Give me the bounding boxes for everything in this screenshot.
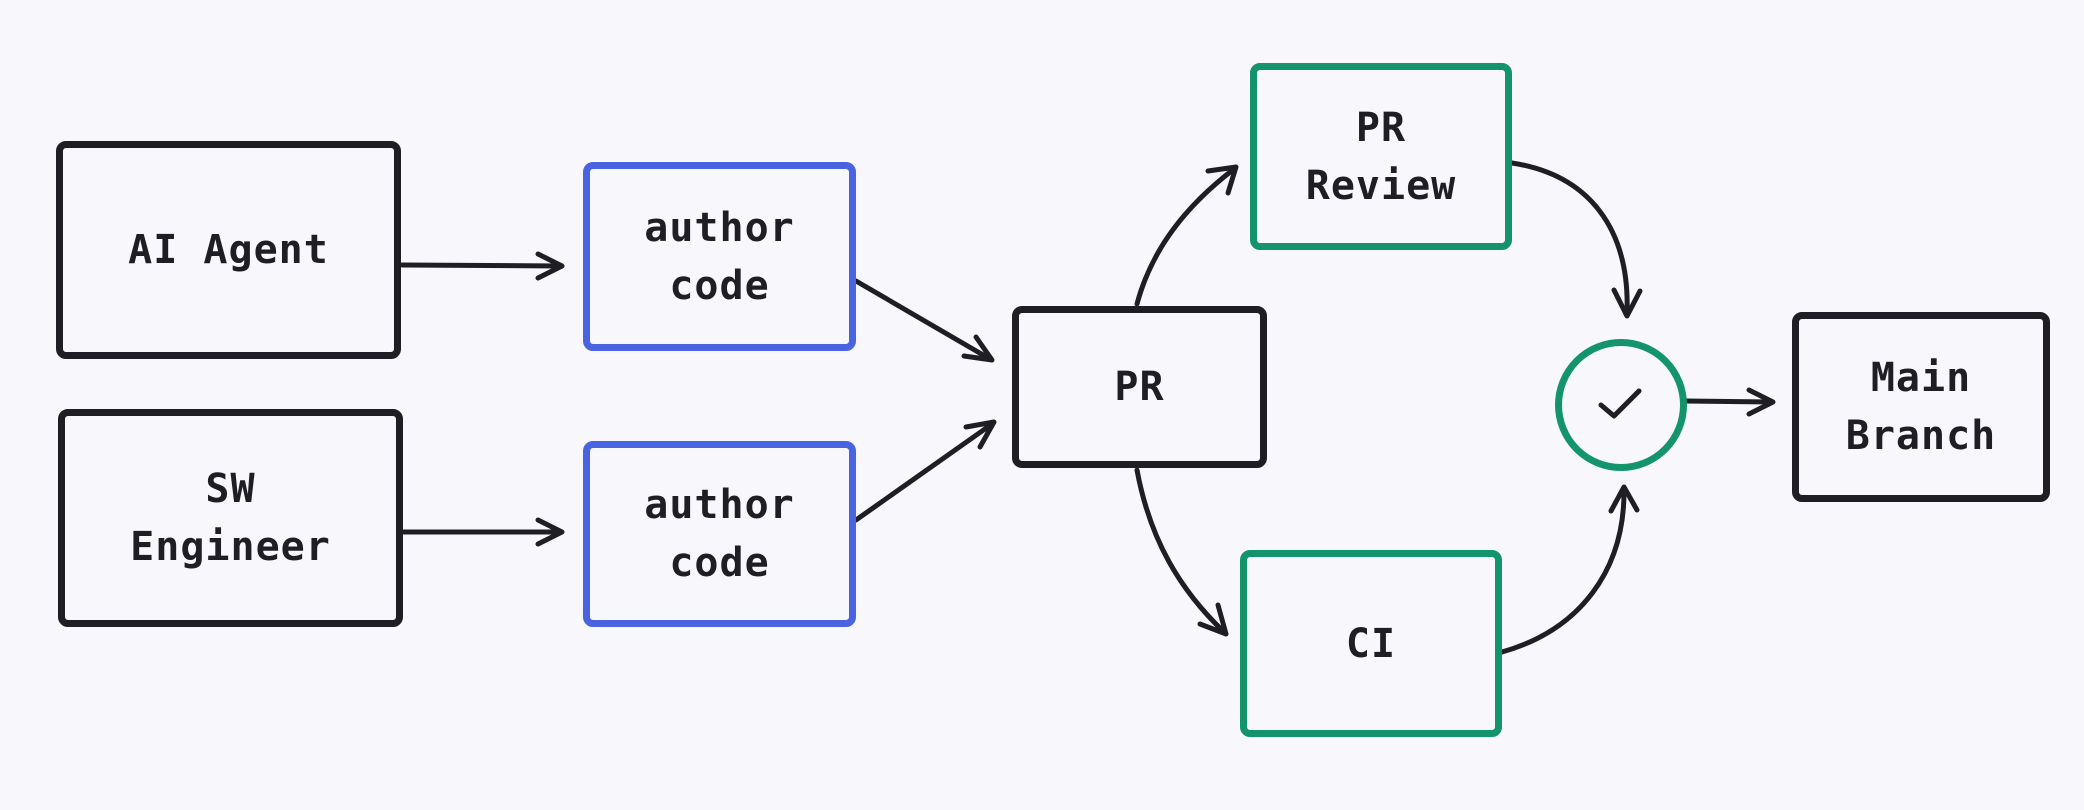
node-ai-agent[interactable]: AI Agent	[56, 141, 401, 359]
node-main-branch[interactable]: Main Branch	[1792, 312, 2050, 502]
node-sw-engineer-label: SW Engineer	[130, 466, 331, 570]
edge-pr-to-ci	[1134, 467, 1229, 637]
edge-pr-review-to-check	[1509, 160, 1643, 319]
edge-sw-engineer-to-author-code-bottom	[401, 517, 565, 547]
edge-pr-to-pr-review	[1134, 164, 1239, 307]
node-author-code-bottom[interactable]: author code	[583, 441, 856, 627]
node-pr-review[interactable]: PR Review	[1250, 63, 1512, 250]
node-author-code-top[interactable]: author code	[583, 162, 856, 351]
check-icon	[1598, 388, 1642, 419]
node-ci[interactable]: CI	[1240, 550, 1502, 737]
edge-author-code-bottom-to-pr	[853, 419, 997, 523]
node-ci-label: CI	[1345, 620, 1397, 667]
node-ai-agent-label: AI Agent	[128, 227, 329, 273]
edge-ci-to-check	[1499, 484, 1640, 655]
node-pr-review-label: PR Review	[1305, 104, 1457, 209]
node-sw-engineer[interactable]: SW Engineer	[58, 409, 403, 627]
node-pr-label: PR	[1114, 364, 1165, 410]
edge-check-to-main-branch	[1683, 387, 1776, 417]
node-author-code-bottom-label: author code	[644, 482, 795, 586]
edge-ai-agent-to-author-code-top	[399, 251, 565, 281]
edge-author-code-top-to-pr	[853, 278, 995, 363]
node-author-code-top-label: author code	[644, 204, 795, 309]
node-main-branch-label: Main Branch	[1845, 355, 1997, 459]
node-pr[interactable]: PR	[1012, 306, 1267, 468]
merge-gate[interactable]	[1555, 339, 1687, 471]
